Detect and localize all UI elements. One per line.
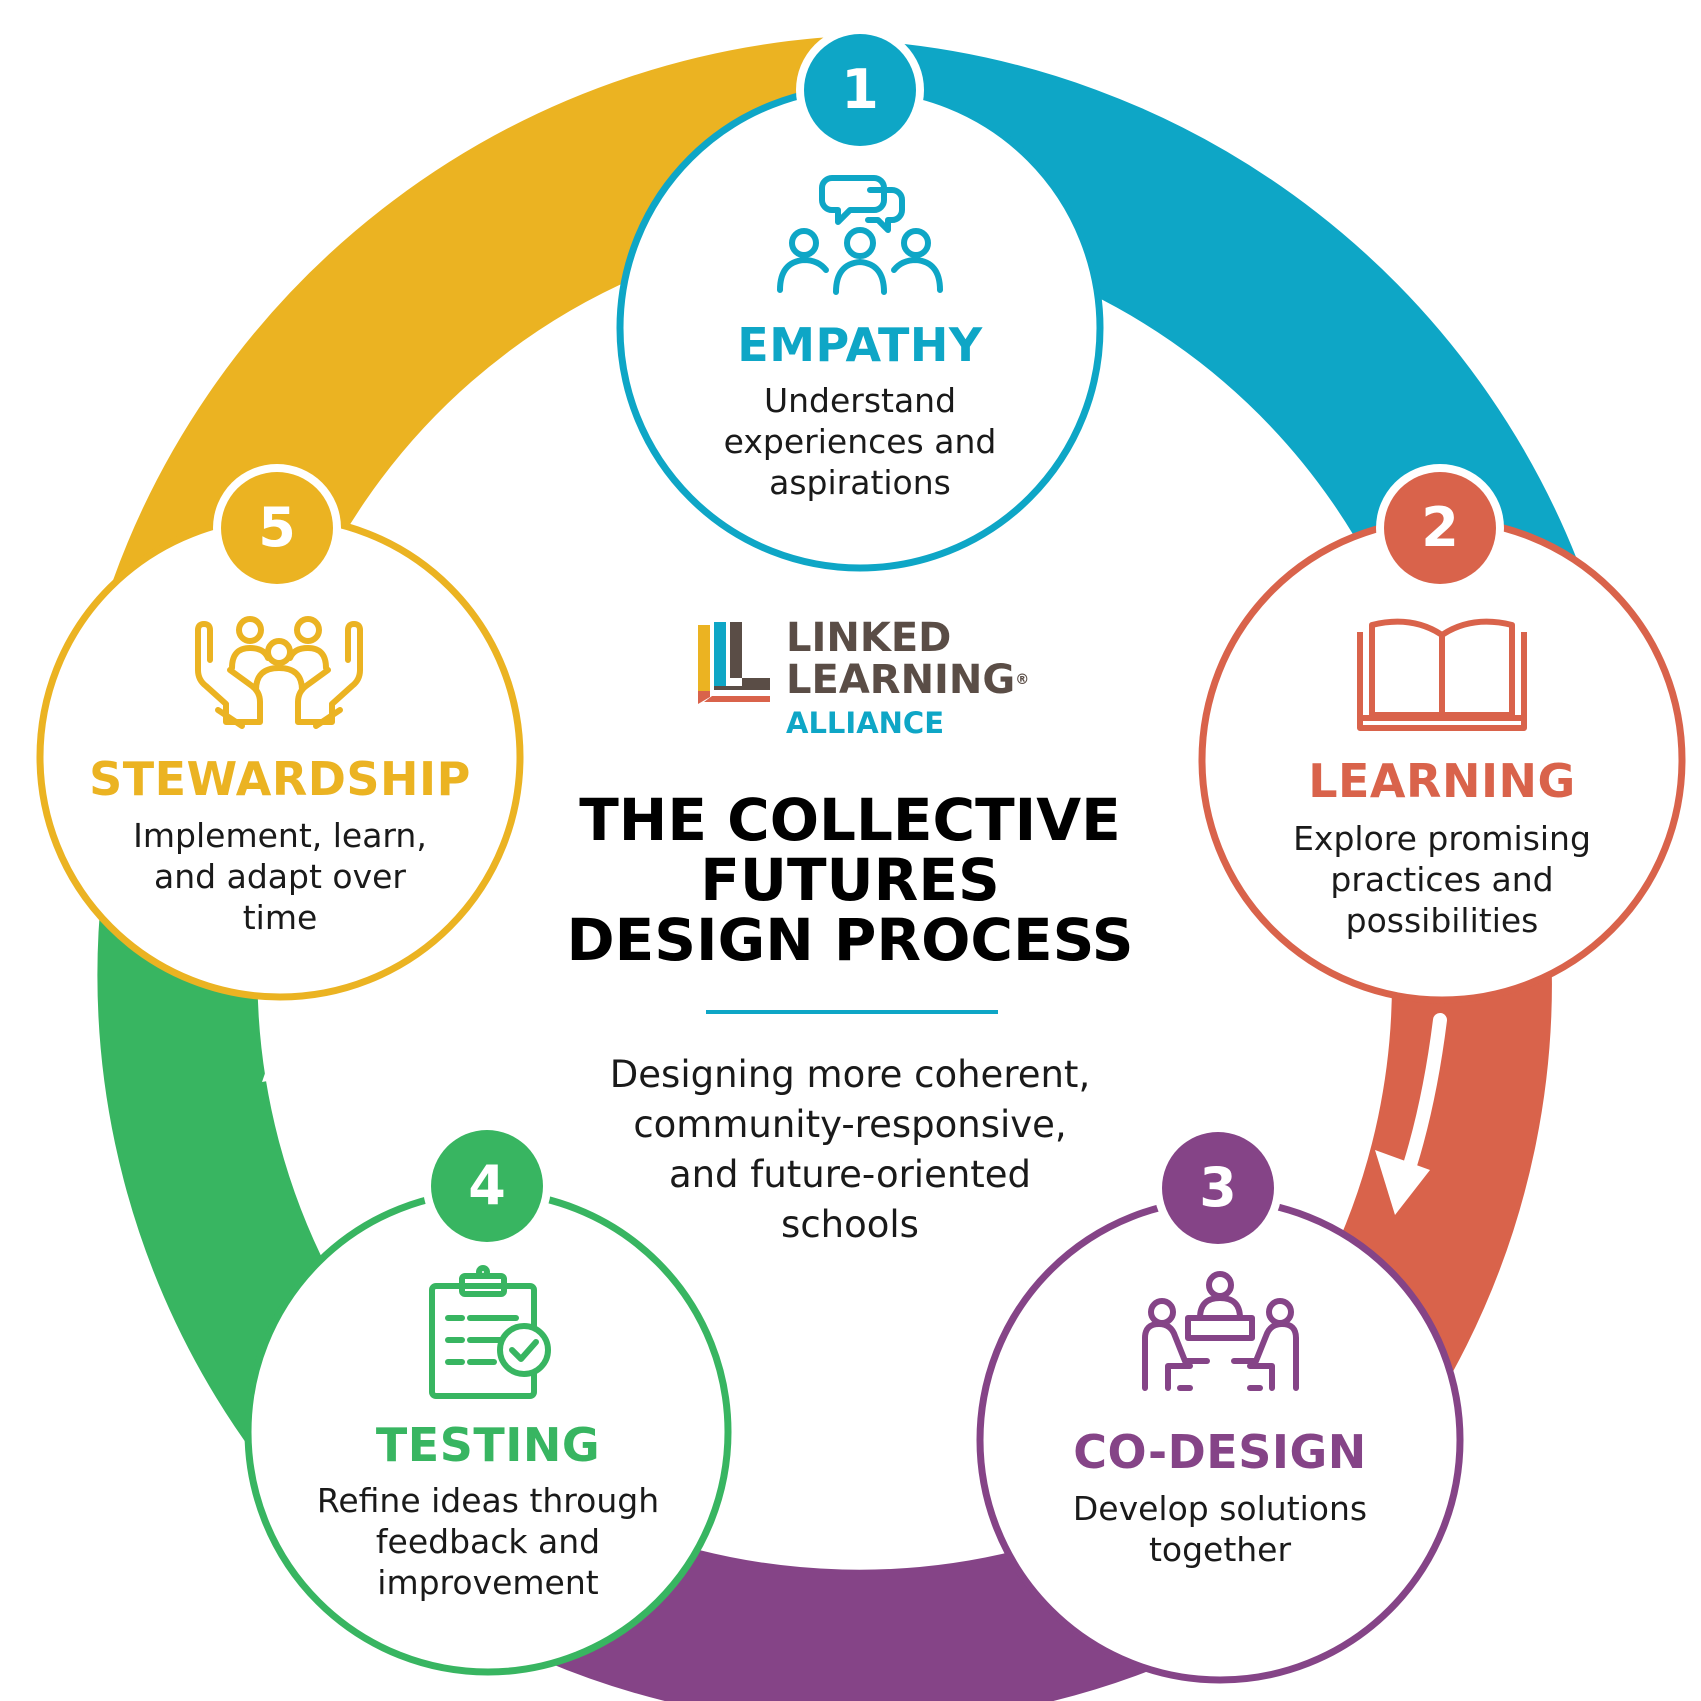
logo-text-alliance: ALLIANCE — [786, 706, 944, 740]
arrow-to-empathy — [433, 412, 598, 547]
number-badge-3 — [1162, 1132, 1274, 1244]
arrow-to-learning — [1123, 421, 1300, 552]
number-badge-4 — [431, 1130, 543, 1242]
logo-text-linked: LINKED — [786, 615, 952, 661]
number-badge-1 — [804, 34, 916, 146]
step-title-stewardship: STEWARDSHIP — [89, 752, 471, 806]
hands-holding-people-icon — [195, 616, 363, 729]
arrow-to-testing — [770, 1506, 967, 1558]
logo-text-learning: LEARNING® — [786, 657, 1030, 703]
arrow-to-codesign — [1375, 1013, 1447, 1215]
step-title-testing: TESTING — [375, 1418, 601, 1472]
step-number-3: 3 — [1199, 1156, 1237, 1219]
step-title-learning: LEARNING — [1308, 754, 1576, 808]
step-number-1: 1 — [841, 58, 879, 121]
team-table-icon — [1142, 1271, 1299, 1391]
group-conversation-icon — [777, 175, 943, 295]
number-badge-2 — [1384, 472, 1496, 584]
step-title-codesign: CO-DESIGN — [1073, 1425, 1367, 1479]
open-book-icon — [1357, 618, 1527, 731]
step-number-5: 5 — [258, 496, 296, 559]
number-badge-5 — [221, 472, 333, 584]
page-subtitle: Designing more coherent,community-respon… — [609, 1053, 1091, 1246]
arrow-to-stewardship — [262, 1030, 345, 1212]
step-number-4: 4 — [468, 1154, 506, 1217]
step-number-2: 2 — [1421, 496, 1459, 559]
registered-mark: ® — [1015, 672, 1030, 688]
step-title-empathy: EMPATHY — [737, 318, 983, 372]
clipboard-check-icon — [429, 1265, 551, 1399]
logo-mark — [698, 622, 770, 704]
